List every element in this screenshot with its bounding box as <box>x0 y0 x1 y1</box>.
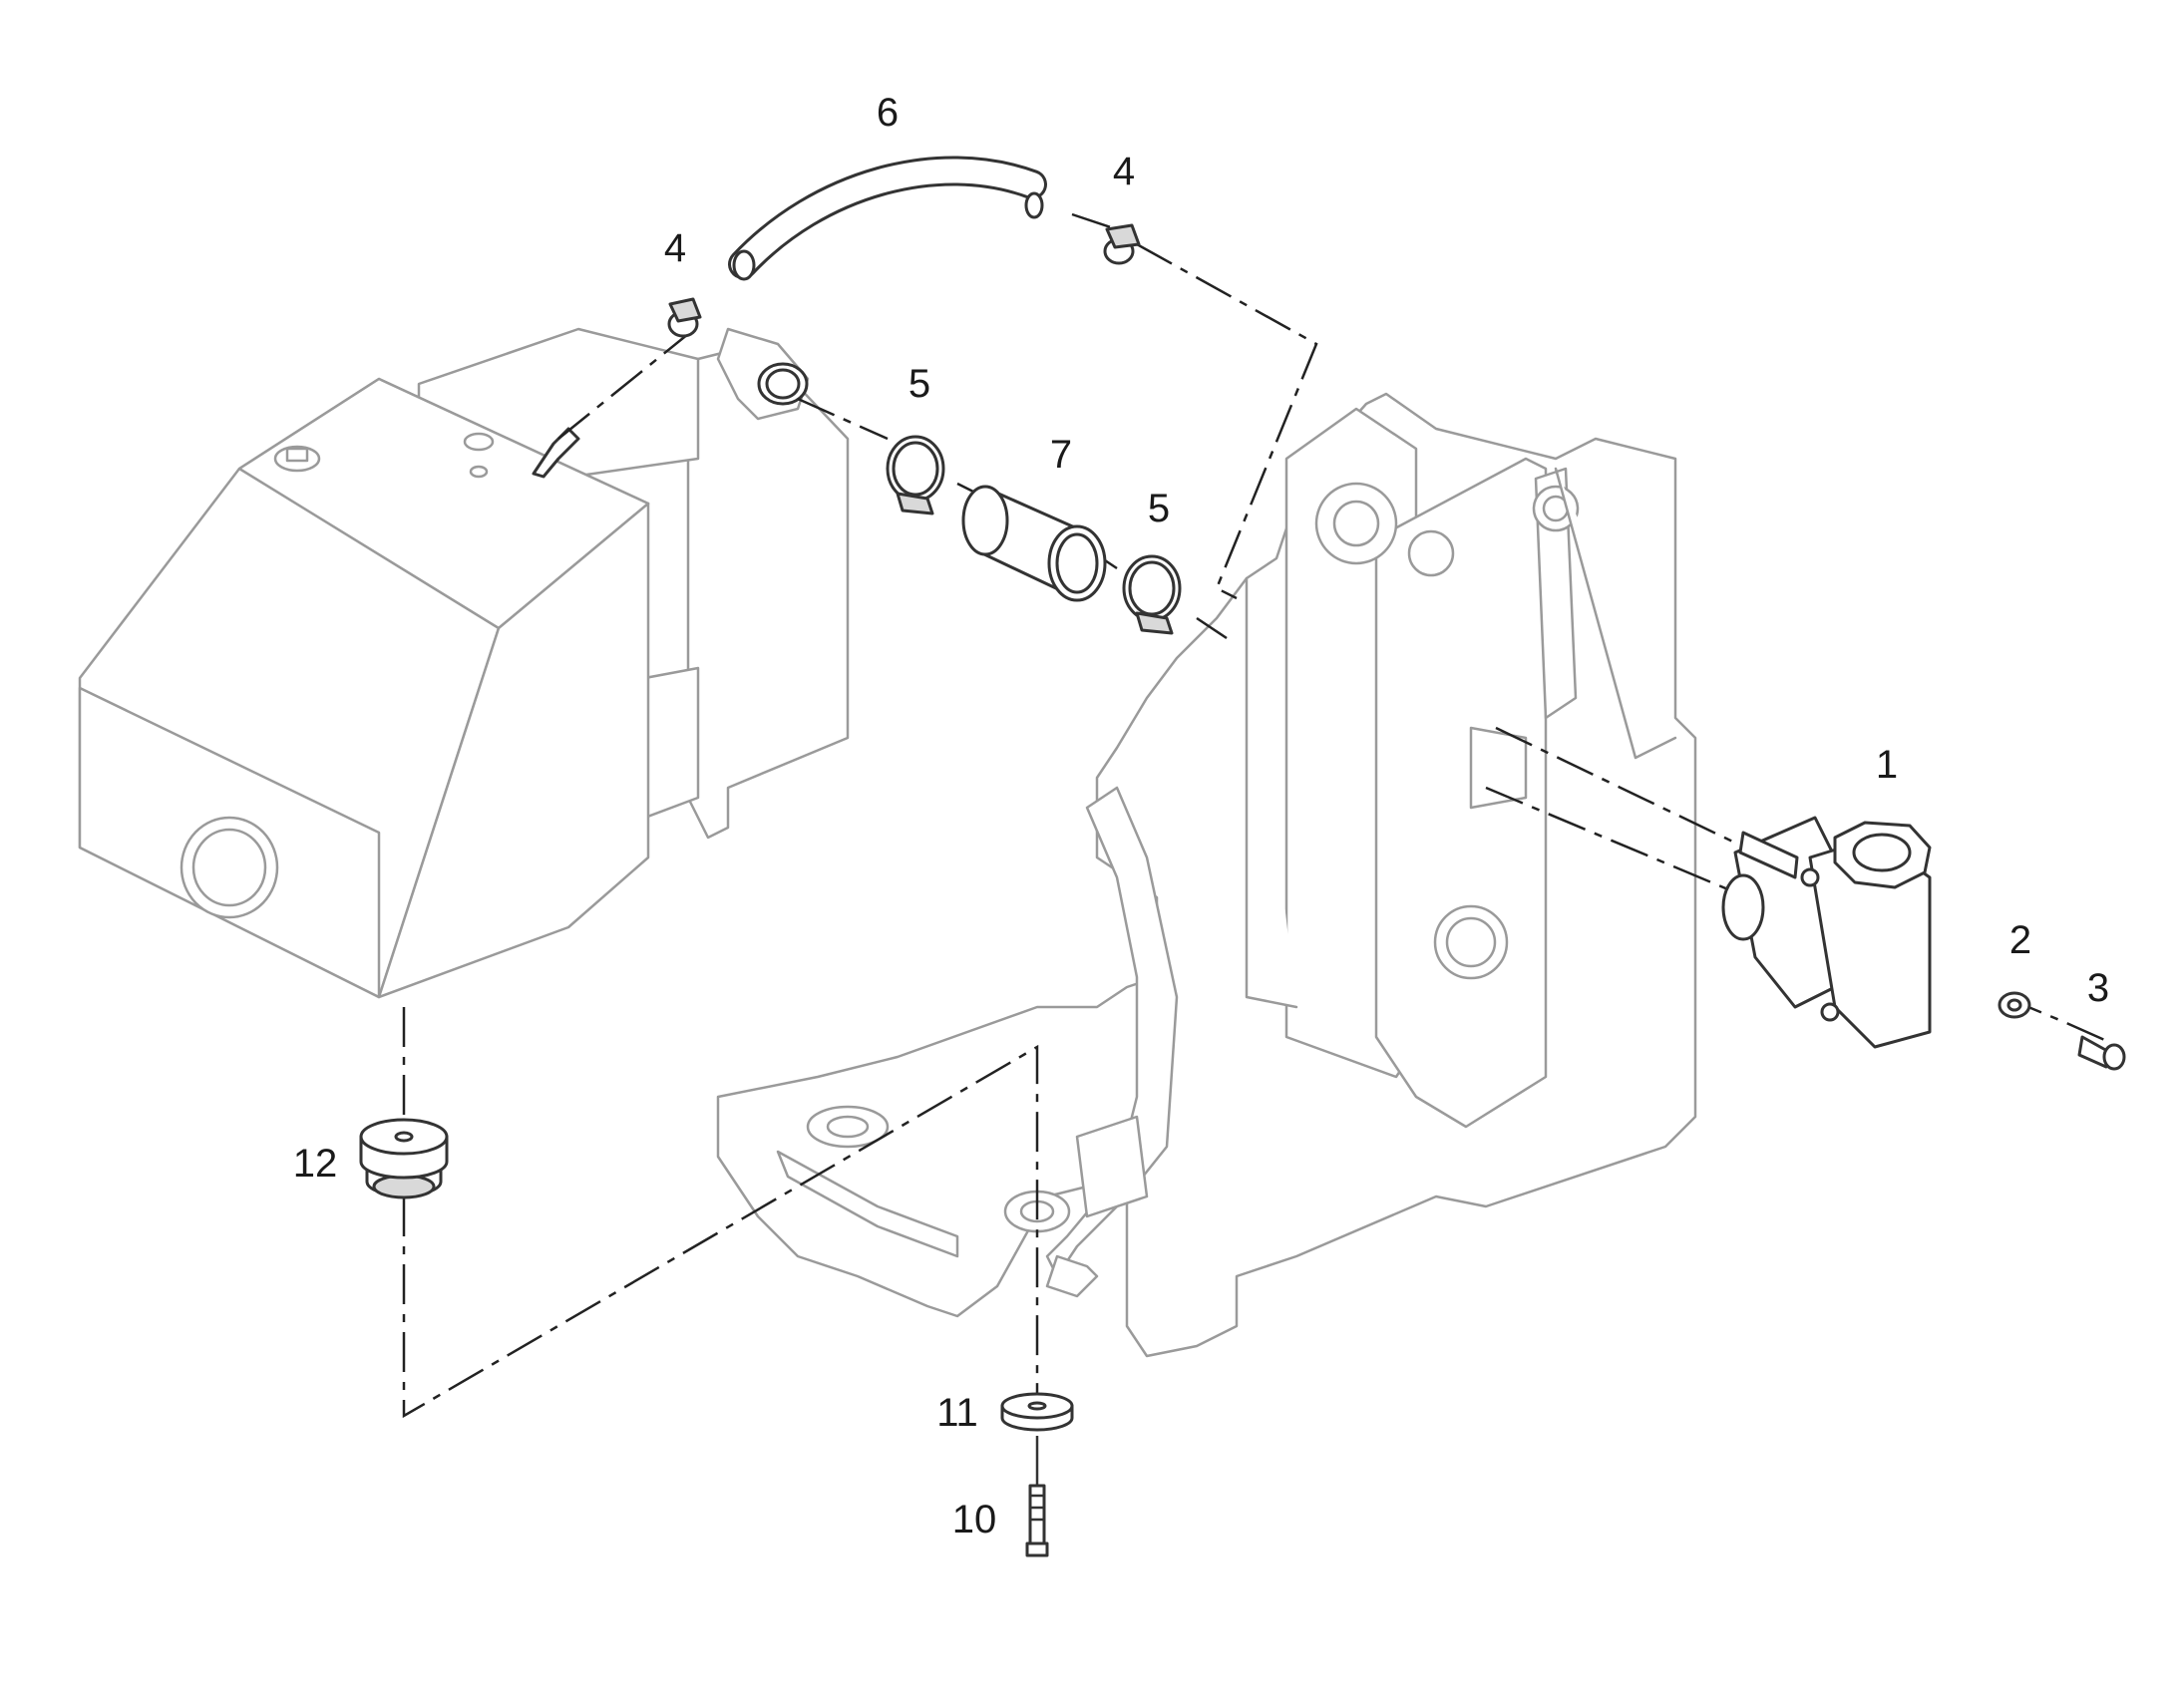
part-12-plug <box>359 1118 449 1199</box>
part-4-clamp-right <box>1103 223 1141 265</box>
machine-frame <box>716 392 1697 1358</box>
callout-6: 6 <box>877 91 899 135</box>
callout-1: 1 <box>1876 743 1898 787</box>
part-11-washer <box>1000 1392 1074 1432</box>
part-4-clamp-left <box>667 297 702 338</box>
fuel-tank <box>78 327 850 999</box>
part-7-sleeve <box>961 485 1107 602</box>
callout-2: 2 <box>2009 918 2031 962</box>
callout-10: 10 <box>952 1498 997 1541</box>
part-10-bolt <box>1025 1436 1049 1557</box>
part-3-screw <box>2077 1035 2126 1071</box>
callout-5-right: 5 <box>1148 487 1170 530</box>
part-6-hose <box>728 156 1047 281</box>
callout-labels: 1 2 3 4 4 5 5 6 7 10 11 12 <box>293 91 2109 1541</box>
part-2-washer <box>1998 991 2031 1019</box>
callout-3: 3 <box>2087 966 2109 1010</box>
part-5-clamp-left <box>886 435 945 515</box>
part-5-clamp-right <box>1122 554 1182 635</box>
callout-4-right: 4 <box>1113 150 1135 193</box>
callout-4-left: 4 <box>664 226 686 270</box>
callout-12: 12 <box>293 1142 338 1186</box>
callout-5-left: 5 <box>908 362 930 406</box>
callout-7: 7 <box>1050 433 1072 477</box>
callout-11: 11 <box>936 1391 978 1435</box>
part-1-filler-neck <box>1721 816 1932 1049</box>
